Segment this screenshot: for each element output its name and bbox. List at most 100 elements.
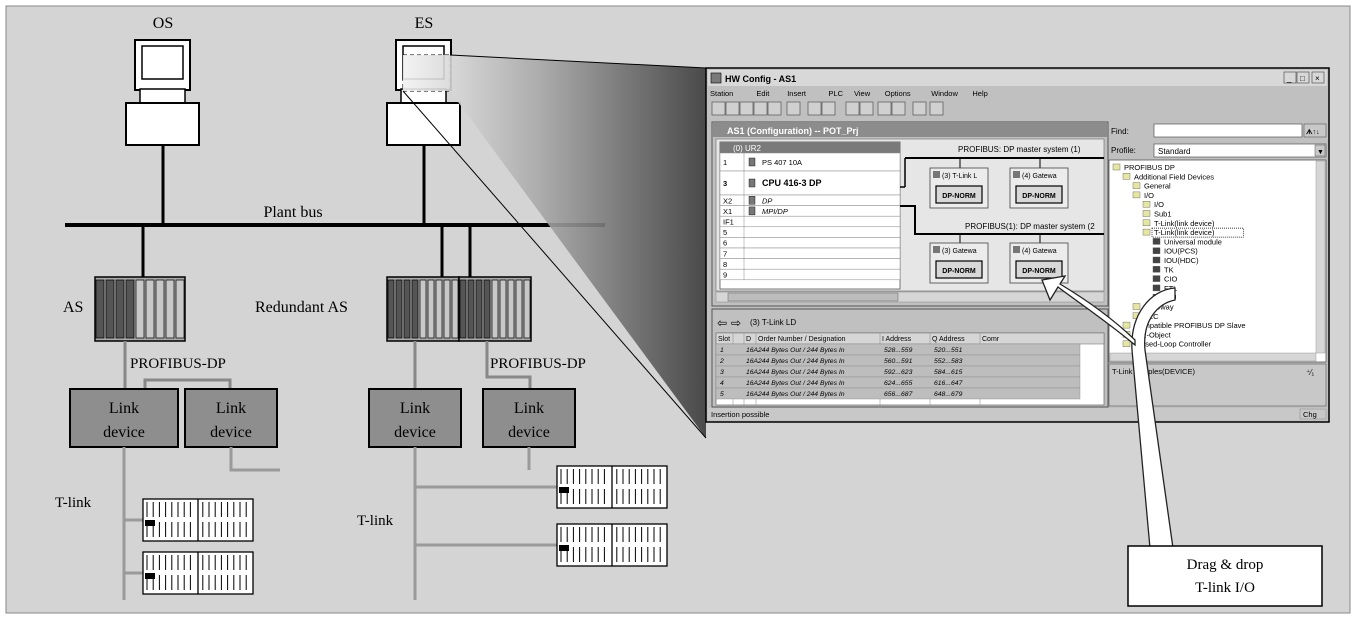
config-scroll-thumb[interactable] xyxy=(727,292,899,302)
tree-item[interactable]: CIO xyxy=(1164,275,1178,284)
tree-item[interactable]: T-Link(link device) xyxy=(1154,219,1215,228)
tree-item[interactable]: I/O xyxy=(1154,200,1164,209)
rack-row[interactable] xyxy=(719,258,901,270)
download-icon[interactable] xyxy=(845,101,860,116)
tree-item[interactable]: General xyxy=(1144,182,1171,191)
rack-module-name: PS 407 10A xyxy=(762,158,802,167)
profibus-right-lines xyxy=(413,341,532,389)
dp-norm-label: DP-NORM xyxy=(942,268,976,275)
link-device-2-line1: Link xyxy=(216,400,246,417)
rack-row[interactable] xyxy=(719,194,901,206)
rack-row[interactable] xyxy=(719,226,901,238)
table-row[interactable] xyxy=(715,387,1081,400)
detail-title: (3) T-Link LD xyxy=(750,318,796,327)
detail-cell: 2 xyxy=(719,358,724,365)
tree-item[interactable]: Compatible PROFIBUS DP Slave xyxy=(1134,321,1246,330)
rack-row[interactable] xyxy=(719,152,901,172)
new-icon[interactable] xyxy=(711,101,726,116)
dp-norm-box xyxy=(1015,260,1063,279)
find-input[interactable] xyxy=(1153,123,1303,138)
tree-item[interactable]: TK xyxy=(1164,265,1174,274)
rack-slot xyxy=(403,279,411,339)
dp-norm-box xyxy=(935,185,983,204)
tree-item[interactable]: PROFIBUS DP xyxy=(1124,163,1175,172)
tree-item[interactable]: Universal module xyxy=(1164,237,1222,246)
close-button[interactable] xyxy=(1311,71,1325,84)
window-titlebar xyxy=(708,70,1327,86)
tree-item[interactable]: IOU(HDC) xyxy=(1164,256,1199,265)
maximize-button[interactable] xyxy=(1296,71,1310,84)
find-next-button[interactable] xyxy=(1303,123,1327,138)
print-icon[interactable] xyxy=(786,101,801,116)
paste-icon[interactable] xyxy=(821,101,836,116)
copy-icon[interactable] xyxy=(807,101,822,116)
save-icon[interactable] xyxy=(753,101,768,116)
module-icon xyxy=(1152,266,1161,273)
rack-row[interactable] xyxy=(719,237,901,249)
tree-item[interactable]: T-Link(link device) xyxy=(1154,228,1215,237)
dp-norm-label: DP-NORM xyxy=(1022,193,1056,200)
tree-item[interactable]: IOU(PCS) xyxy=(1164,247,1198,256)
tlink-left-lines xyxy=(122,447,280,600)
menu-item[interactable]: PLC xyxy=(828,89,843,98)
rack-slot xyxy=(387,279,395,339)
station-tlink[interactable]: (3) T-Link LDP-NORM xyxy=(929,167,989,209)
tree-item[interactable]: Closed-Loop Controller xyxy=(1134,340,1212,349)
profile-dropdown-button[interactable] xyxy=(1314,144,1326,157)
catalog-vertical-scrollbar[interactable] xyxy=(1315,160,1326,354)
module-icon xyxy=(748,157,756,167)
config-horizontal-scrollbar[interactable] xyxy=(715,291,1105,303)
upload-icon[interactable] xyxy=(859,101,874,116)
tree-item[interactable]: Additional Field Devices xyxy=(1134,172,1214,181)
menu-item[interactable]: Help xyxy=(972,89,987,98)
rack-row[interactable] xyxy=(719,247,901,259)
close-icon: × xyxy=(1315,74,1320,83)
network-icon[interactable] xyxy=(912,101,927,116)
forward-arrow-icon[interactable]: ⇨ xyxy=(731,316,741,330)
menu-item[interactable]: Edit xyxy=(756,89,770,98)
station-icon[interactable] xyxy=(739,101,754,116)
detail-cell: 3 xyxy=(720,369,724,376)
rack-slot-number: IF1 xyxy=(723,218,734,227)
tree-item[interactable]: I/O xyxy=(1144,191,1154,200)
view-icon[interactable] xyxy=(891,101,906,116)
menu-item[interactable]: Insert xyxy=(787,89,807,98)
folder-icon xyxy=(1122,321,1131,329)
detail-cell: 244 Bytes Out / 244 Bytes In xyxy=(757,358,845,365)
menu-item[interactable]: Window xyxy=(931,89,958,98)
open-icon[interactable] xyxy=(725,101,740,116)
rack-row[interactable] xyxy=(719,268,901,281)
dp-master-system-1: PROFIBUS: DP master system (1) xyxy=(900,145,1104,188)
compile-icon[interactable] xyxy=(767,101,782,116)
rack-slot xyxy=(165,279,175,339)
tree-item[interactable]: Sub1 xyxy=(1154,210,1172,219)
link-device-3-line2: device xyxy=(394,424,436,441)
catalog-icon[interactable] xyxy=(877,101,892,116)
rack-row[interactable] xyxy=(719,215,901,228)
zoom-line-bottom xyxy=(402,90,707,439)
help-icon[interactable] xyxy=(929,101,944,116)
menu-item[interactable]: View xyxy=(854,89,871,98)
folder-icon xyxy=(1132,191,1141,199)
catalog-horizontal-scrollbar[interactable] xyxy=(1109,352,1317,362)
link-device-4: Link device xyxy=(482,388,576,448)
detail-cell: 4 xyxy=(720,380,724,387)
minimize-button[interactable] xyxy=(1283,71,1297,84)
detail-cell: 528...559 xyxy=(884,347,913,354)
rack-row[interactable] xyxy=(719,205,901,217)
dp-master-2-label: PROFIBUS(1): DP master system (2 xyxy=(965,222,1095,231)
back-arrow-icon[interactable]: ⇦ xyxy=(717,316,727,330)
module-icon xyxy=(1152,284,1161,292)
rack-slot xyxy=(491,279,499,339)
menu-item[interactable]: Options xyxy=(885,89,911,98)
profile-select[interactable] xyxy=(1153,143,1327,158)
config-subwindow-titlebar xyxy=(713,123,1107,137)
detail-cell: 624...655 xyxy=(884,380,913,387)
tree-item[interactable]: CiR-Object xyxy=(1134,330,1172,339)
folder-icon xyxy=(1142,228,1151,236)
menu-item[interactable]: Station xyxy=(710,89,733,98)
